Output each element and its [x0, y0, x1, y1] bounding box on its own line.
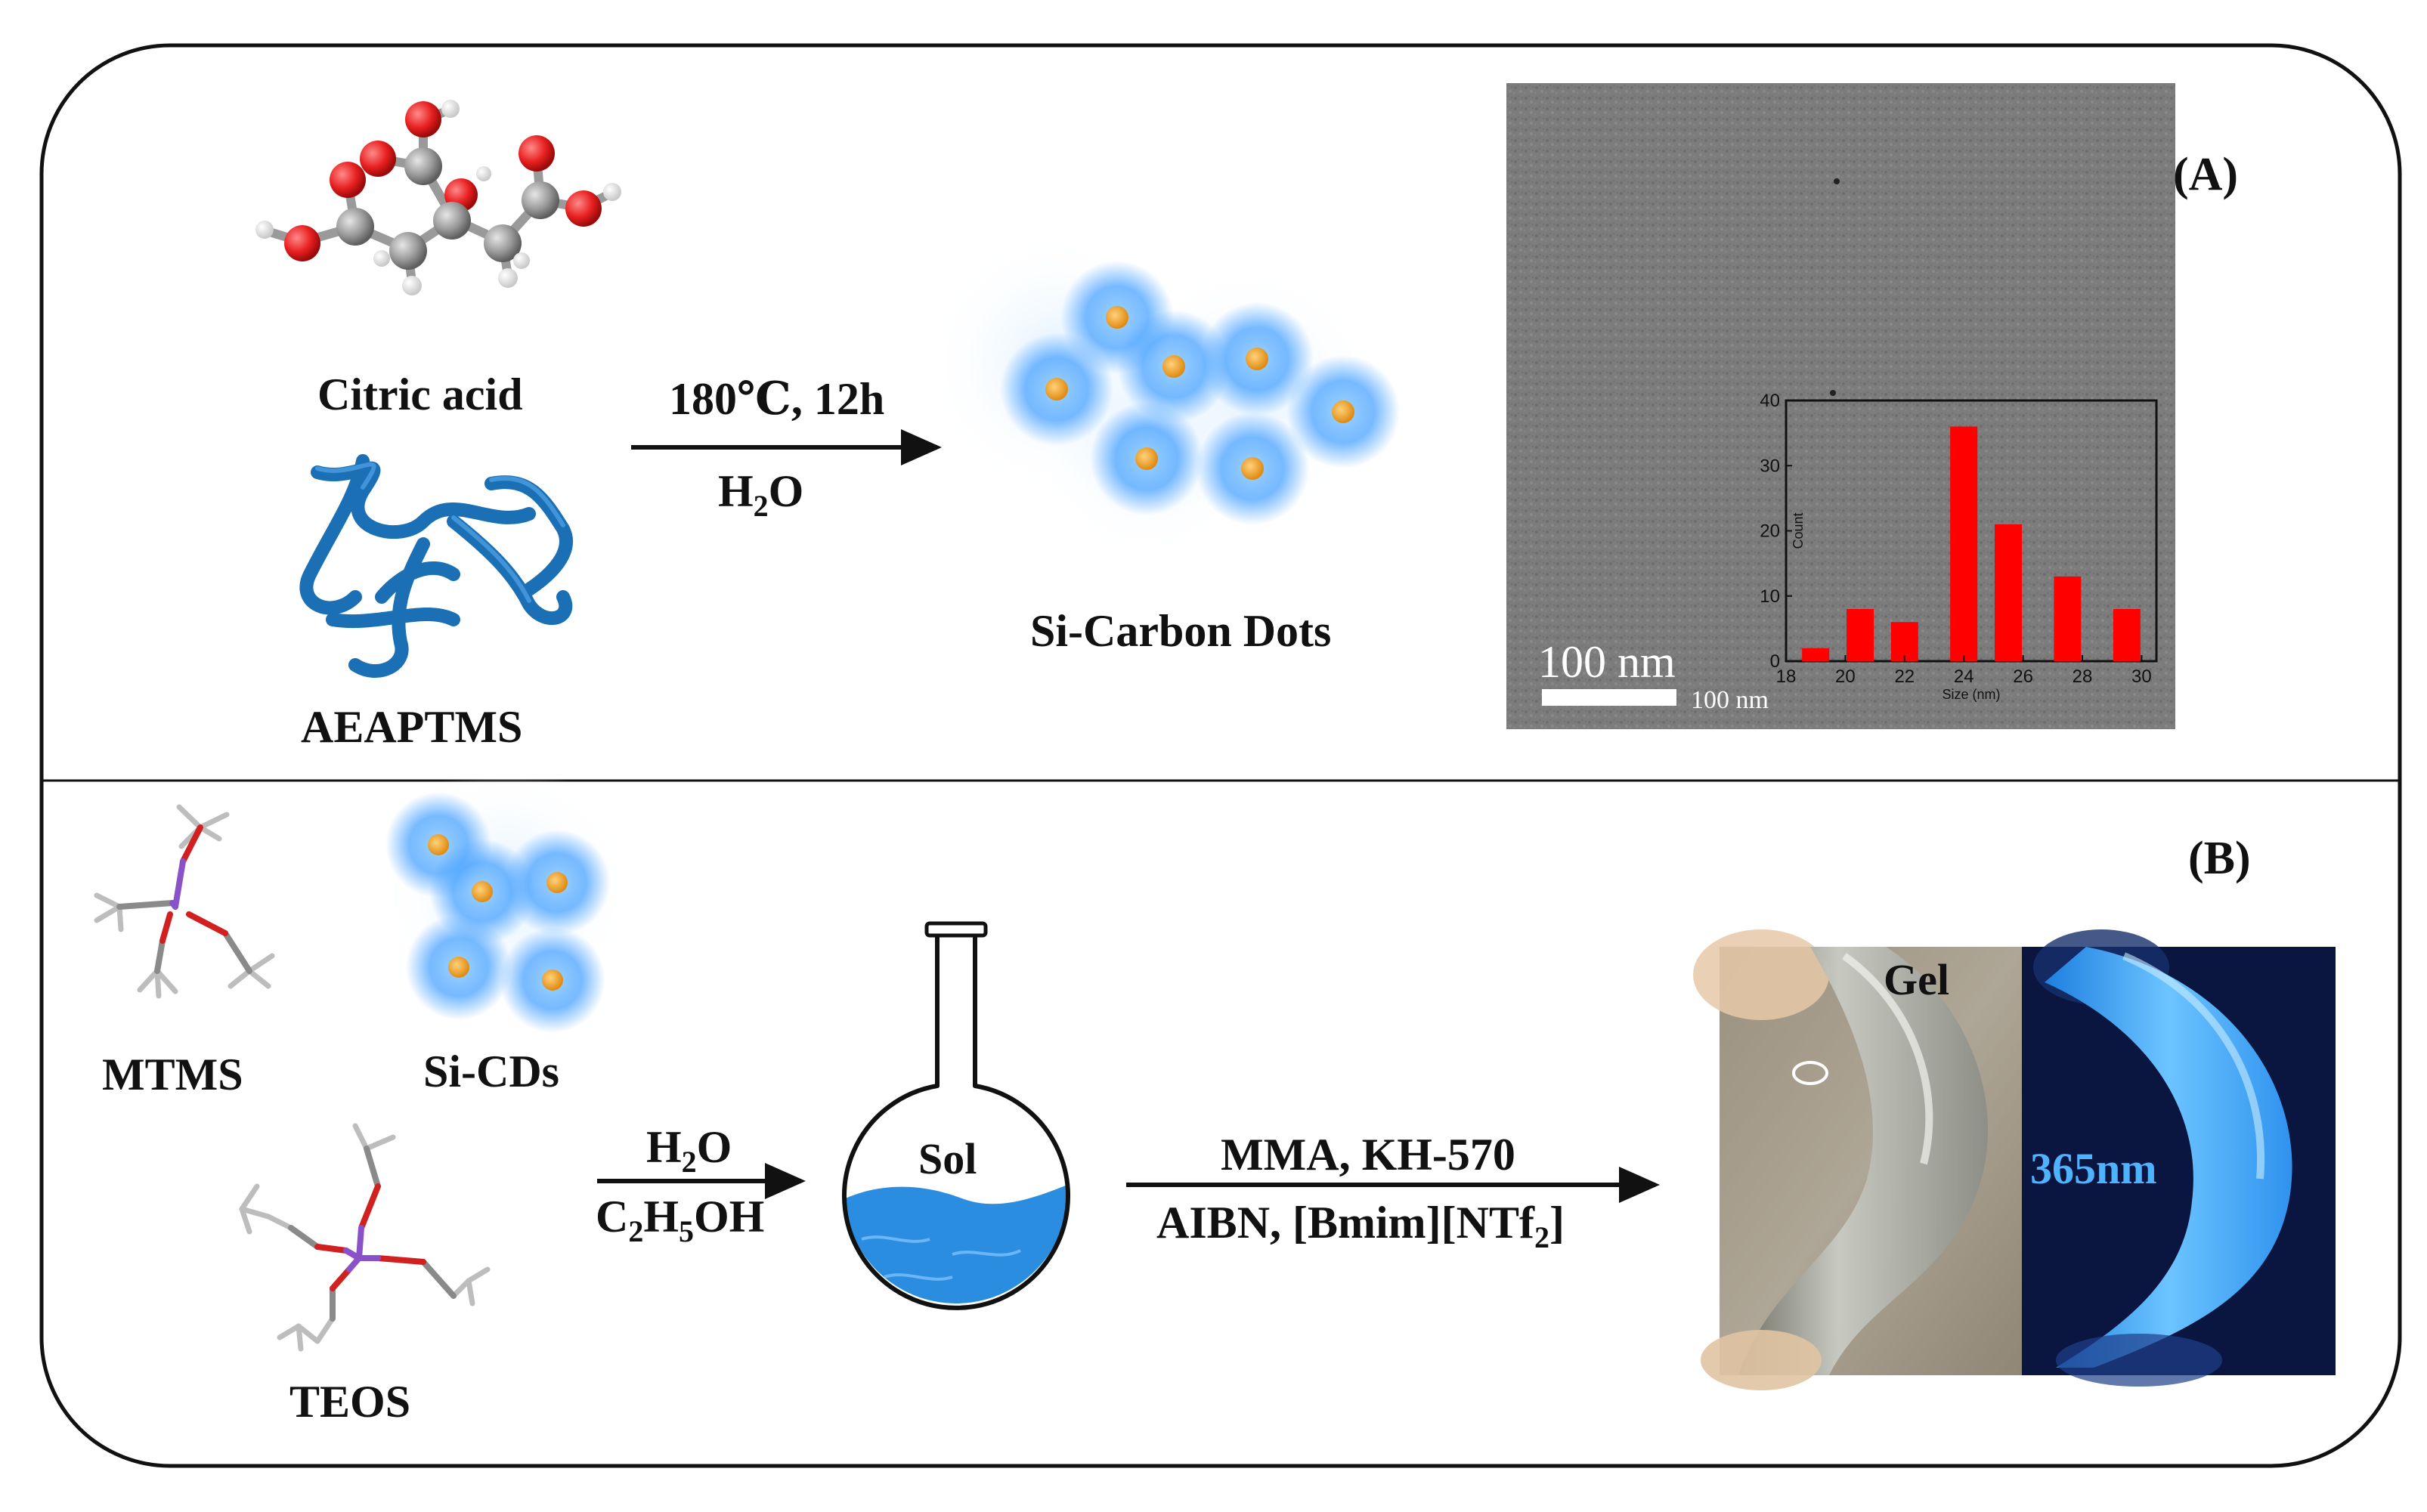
histogram-bar	[1802, 648, 1830, 661]
round-flask	[842, 921, 1070, 1310]
citric-acid-label: Citric acid	[317, 369, 523, 419]
step2-bottom-main: AIBN, [Bmim][NTf	[1156, 1198, 1534, 1248]
solvent-water-tail: O	[696, 1122, 732, 1172]
histogram-ytick-label: 30	[1760, 456, 1780, 476]
histogram-xtick-label: 30	[2131, 666, 2152, 687]
sol-liquid	[844, 1183, 1068, 1303]
histogram-xtick-label: 28	[2073, 666, 2093, 687]
step2-reagents-bottom: AIBN, [Bmim][NTf2]	[1156, 1200, 1565, 1253]
condition-solvent-a-main: H	[718, 466, 754, 516]
ethanol-sub2: 5	[679, 1214, 695, 1248]
histogram-xtick-label: 20	[1835, 666, 1856, 687]
solvent-ethanol-label: C2H5OH	[596, 1194, 764, 1247]
mtms-molecule	[94, 804, 275, 999]
histogram-xlabel: Size (nm)	[1942, 687, 2000, 702]
panel-b-tag: (B)	[2188, 833, 2251, 884]
gel-photo	[1693, 929, 2022, 1390]
histogram-xtick-label: 24	[1954, 666, 1974, 687]
histogram-ytick-label: 0	[1770, 651, 1780, 672]
histogram-bar	[1847, 609, 1874, 661]
aeaptms-structure	[299, 454, 573, 679]
histogram-ytick-label: 20	[1760, 521, 1780, 542]
panel-a-tag: (A)	[2173, 149, 2239, 200]
ethanol-sub1: 2	[628, 1214, 644, 1248]
teos-molecule	[239, 1123, 491, 1352]
solvent-water-sub: 2	[681, 1145, 697, 1179]
tem-scale-label: 100 nm	[1538, 637, 1676, 687]
step2-bottom-tail: ]	[1549, 1198, 1565, 1248]
si-cds-cluster	[378, 763, 635, 1033]
condition-solvent-a-tail: O	[768, 466, 804, 516]
condition-solvent-a: H2O	[718, 468, 803, 521]
histogram-bar	[1890, 622, 1918, 661]
flask-label: Sol	[918, 1134, 977, 1183]
condition-temp-time: 180℃, 12h	[669, 374, 885, 424]
step2-reagents-top: MMA, KH-570	[1221, 1130, 1515, 1180]
ethanol-h: H	[643, 1192, 679, 1241]
step2-bottom-sub: 2	[1534, 1220, 1549, 1254]
aeaptms-label: AEAPTMS	[301, 702, 523, 752]
histogram-ytick-label: 40	[1760, 391, 1780, 411]
histogram-bar	[1995, 524, 2022, 661]
product-label: Si-Carbon Dots	[1030, 606, 1332, 656]
histogram-ytick-label: 10	[1760, 586, 1780, 607]
ethanol-c: C	[596, 1192, 629, 1241]
ethanol-oh: OH	[694, 1192, 765, 1241]
gel-photo-label: Gel	[1884, 955, 1949, 1004]
si-cds-label: Si-CDs	[423, 1047, 560, 1096]
solvent-water-main: H	[646, 1122, 682, 1172]
citric-acid-molecule	[255, 100, 621, 295]
uv-photo-label: 365nm	[2030, 1144, 2157, 1193]
solvent-water-label: H2O	[646, 1124, 732, 1177]
mtms-label: MTMS	[102, 1050, 243, 1099]
teos-label: TEOS	[289, 1377, 411, 1427]
aeaptms-highlight	[315, 462, 565, 603]
histogram-bar	[2113, 609, 2141, 661]
si-carbon-dots-cluster	[926, 230, 1400, 559]
condition-solvent-a-sub: 2	[753, 489, 769, 523]
histogram-xtick-label: 18	[1776, 666, 1797, 687]
tem-scale-bar	[1542, 689, 1676, 706]
histogram-bar	[1950, 426, 1978, 661]
histogram-xtick-label: 26	[2013, 666, 2033, 687]
uv-photo	[2022, 929, 2336, 1387]
histogram-xtick-label: 22	[1894, 666, 1915, 687]
histogram-bar	[2054, 576, 2082, 661]
histogram-ylabel: Count	[1791, 512, 1806, 549]
tem-scale-label-small: 100 nm	[1691, 686, 1769, 714]
